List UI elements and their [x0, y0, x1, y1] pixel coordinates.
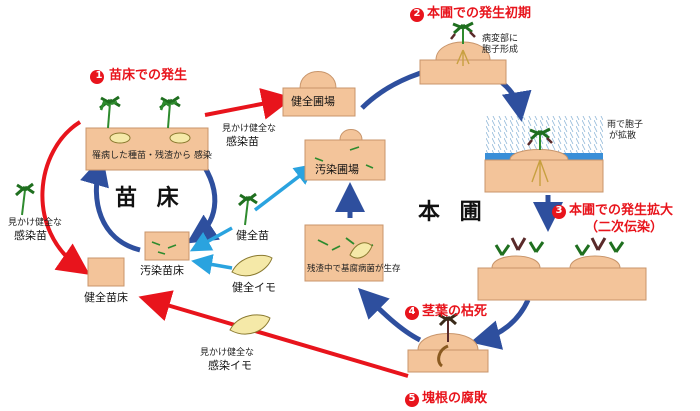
infected-seedling-label-2: 感染苗: [14, 229, 47, 242]
contaminated-field-label: 汚染圃場: [315, 163, 359, 176]
residue-label: 残渣中で基腐病菌が生存: [307, 264, 401, 274]
rain-soil: [484, 159, 604, 193]
healthy-seedbed-label: 健全苗床: [84, 291, 128, 304]
stage45-soil: [407, 349, 489, 373]
seedbed-cycle-arrow: [186, 158, 220, 244]
stage3-number: 3: [555, 205, 563, 216]
stage1-title-text: 苗床での発生: [109, 68, 188, 83]
stage5-number: 5: [408, 393, 416, 404]
stage4-title: 4 茎葉の枯死: [405, 304, 488, 320]
stage1-number: 1: [95, 70, 103, 81]
hub-seedbed: 苗 床: [115, 186, 185, 211]
stage3-plants-icon: [494, 237, 625, 256]
rain-label-2: が拡散: [609, 131, 637, 141]
healthy-potato-icon: [231, 254, 273, 277]
contaminated-seedbed-soil: [144, 231, 190, 261]
stage2-title: 2 本圃での発生初期: [410, 6, 532, 22]
field-cycle-arrow: [357, 287, 422, 343]
residue-soil: [304, 224, 384, 282]
potato-icon: [109, 132, 131, 144]
infected-potato-icon: [229, 314, 271, 335]
red-arrow-potato: [138, 290, 409, 378]
healthy-field-label: 健全圃場: [291, 95, 335, 108]
stage2-title-text: 本圃での発生初期: [427, 6, 532, 21]
rain-label-1: 雨で胞子: [607, 120, 644, 130]
stage-badge-1: [90, 70, 104, 84]
rain-plant-icon: [527, 127, 553, 150]
cyan-arrow: [191, 254, 233, 275]
infected-seedling-label-1: 感染苗: [226, 135, 259, 148]
lesion-label-2: 胞子形成: [482, 45, 519, 55]
healthy-seedling-icon: [238, 192, 258, 226]
field-cycle-arrow: [470, 298, 531, 350]
stage5-title: 5 塊根の腐敗: [405, 391, 488, 407]
stage-badge-2: [410, 8, 424, 22]
stage2-number: 2: [413, 8, 421, 19]
lesion-label-1: 病変部に: [482, 34, 519, 44]
cyan-arrow: [253, 163, 316, 212]
infected-seedling-icon: [15, 182, 35, 216]
stage4-title-text: 茎葉の枯死: [422, 304, 488, 319]
stage-badge-3: [552, 205, 566, 219]
stage5-title-text: 塊根の腐敗: [422, 391, 488, 406]
contaminated-seedbed-label: 汚染苗床: [140, 264, 184, 277]
stage3-title-text: 本圃での発生拡大: [569, 203, 674, 218]
healthy-potato-label: 健全イモ: [232, 281, 276, 294]
hub-field: 本 圃: [418, 200, 488, 225]
apparent-healthy-label-2: 見かけ健全な: [8, 218, 63, 228]
stage3-soil: [477, 267, 647, 301]
seedling-plant-icon: [159, 95, 181, 129]
stage2-plant-icon: [450, 21, 476, 44]
apparent-healthy-label-3: 見かけ健全な: [200, 348, 255, 358]
healthy-field-soil: [282, 87, 356, 117]
cyan-arrow: [189, 226, 233, 252]
seedling-plant-icon: [99, 95, 121, 129]
withered-plant-icon: [438, 312, 458, 342]
red-arrow-to-seedbed: [40, 120, 90, 275]
healthy-seedling-label: 健全苗: [236, 229, 269, 242]
stage3-title: 3 本圃での発生拡大: [552, 203, 674, 219]
stage1-title: 1 苗床での発生: [92, 68, 188, 84]
potato-icon: [169, 132, 191, 144]
infected-potato-label: 感染イモ: [208, 359, 252, 372]
stage-badge-4: [405, 306, 419, 320]
seedbed-cycle-arrow: [80, 155, 141, 253]
stage-number-badges: [90, 8, 566, 407]
stage4-number: 4: [408, 306, 416, 317]
healthy-seedbed-soil: [87, 257, 125, 287]
red-arrow-to-field: [204, 88, 294, 120]
stage-badge-5: [405, 393, 419, 407]
seedbed-soil: [85, 127, 209, 171]
stage3-subtitle: （二次伝染）: [585, 220, 664, 235]
apparent-healthy-label-1: 見かけ健全な: [222, 124, 277, 134]
seedbed-infection-label: 罹病した種苗・残渣から 感染: [92, 151, 212, 161]
